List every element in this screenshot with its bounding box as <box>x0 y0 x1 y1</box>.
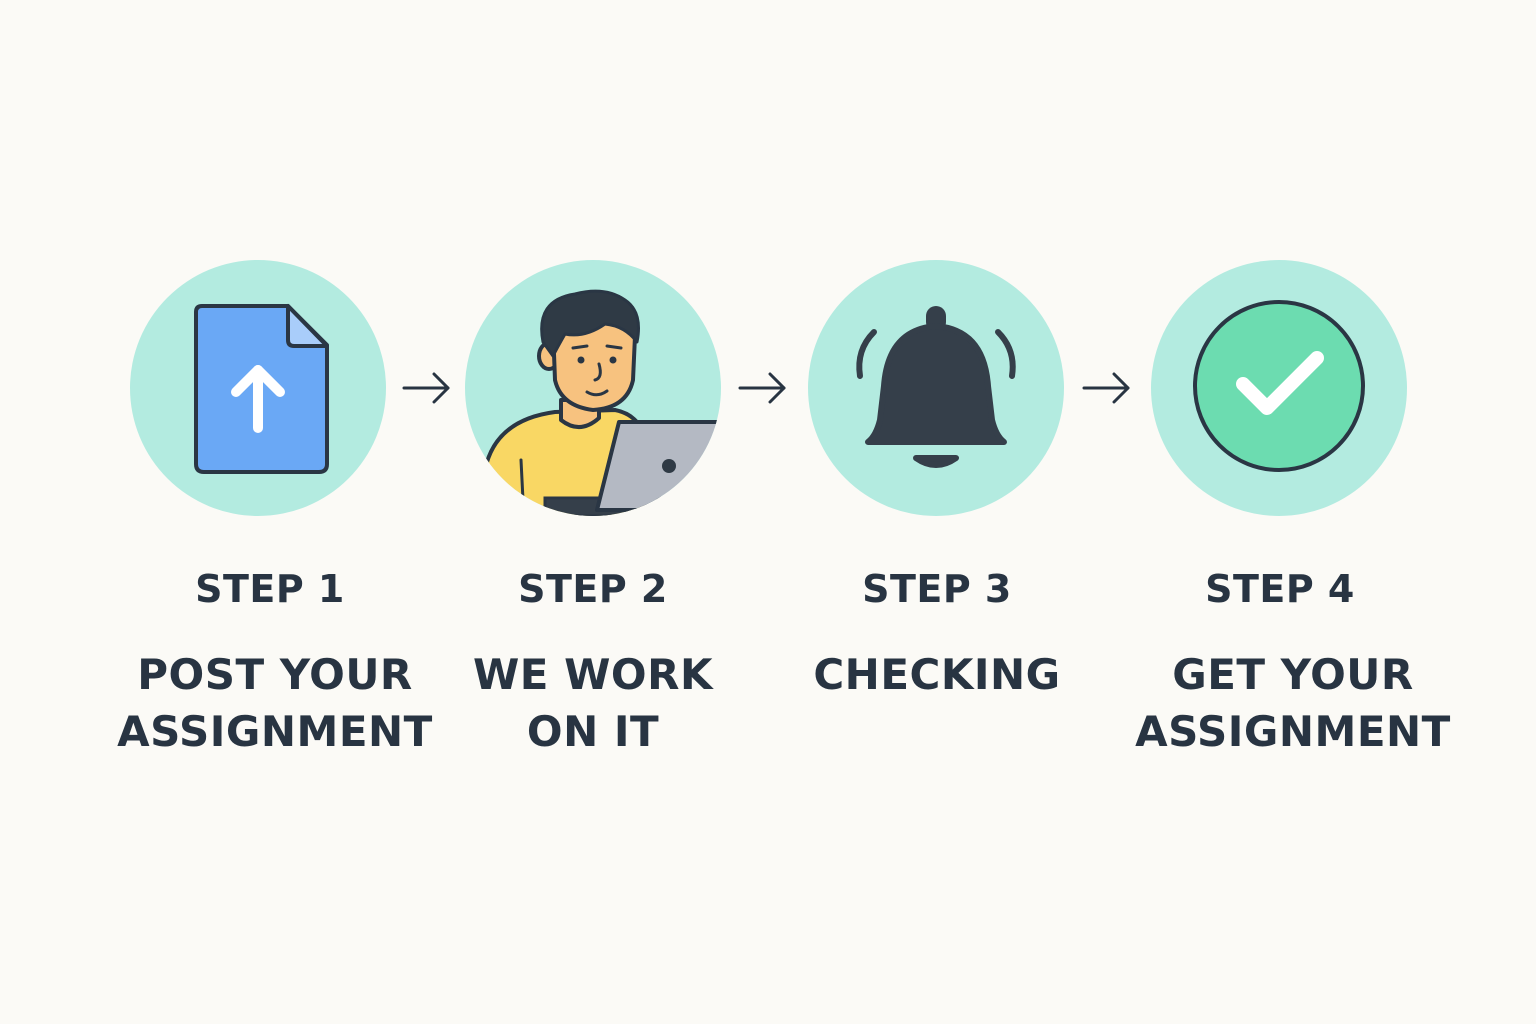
step-4-circle <box>1151 260 1407 516</box>
step-2-circle <box>465 260 721 516</box>
step-4-description: GET YOUR ASSIGNMENT <box>1113 646 1473 760</box>
person-laptop-icon <box>473 289 721 516</box>
check-circle-icon <box>1193 300 1365 472</box>
step-2-description-line-2: ON IT <box>526 707 660 756</box>
upload-document-icon <box>194 304 329 474</box>
step-1-description-line-1: POST YOUR <box>137 650 413 699</box>
step-1-description: POST YOUR ASSIGNMENT <box>95 646 455 760</box>
step-3-description-line-1: CHECKING <box>813 650 1061 699</box>
step-3-title: STEP 3 <box>862 567 1012 611</box>
step-3-description: CHECKING <box>757 646 1117 703</box>
step-4-title: STEP 4 <box>1205 567 1355 611</box>
arrow-right-icon <box>1082 372 1130 404</box>
bell-icon <box>856 306 1016 468</box>
arrow-right-icon <box>738 372 786 404</box>
step-3-circle <box>808 260 1064 516</box>
step-4-description-line-1: GET YOUR <box>1172 650 1414 699</box>
step-1-circle <box>130 260 386 516</box>
step-1-description-line-2: ASSIGNMENT <box>117 707 433 756</box>
step-2-title: STEP 2 <box>518 567 668 611</box>
step-4-description-line-2: ASSIGNMENT <box>1135 707 1451 756</box>
step-2-description-line-1: WE WORK <box>472 650 714 699</box>
step-2-description: WE WORK ON IT <box>413 646 773 760</box>
step-1-title: STEP 1 <box>195 567 345 611</box>
arrow-right-icon <box>402 372 450 404</box>
